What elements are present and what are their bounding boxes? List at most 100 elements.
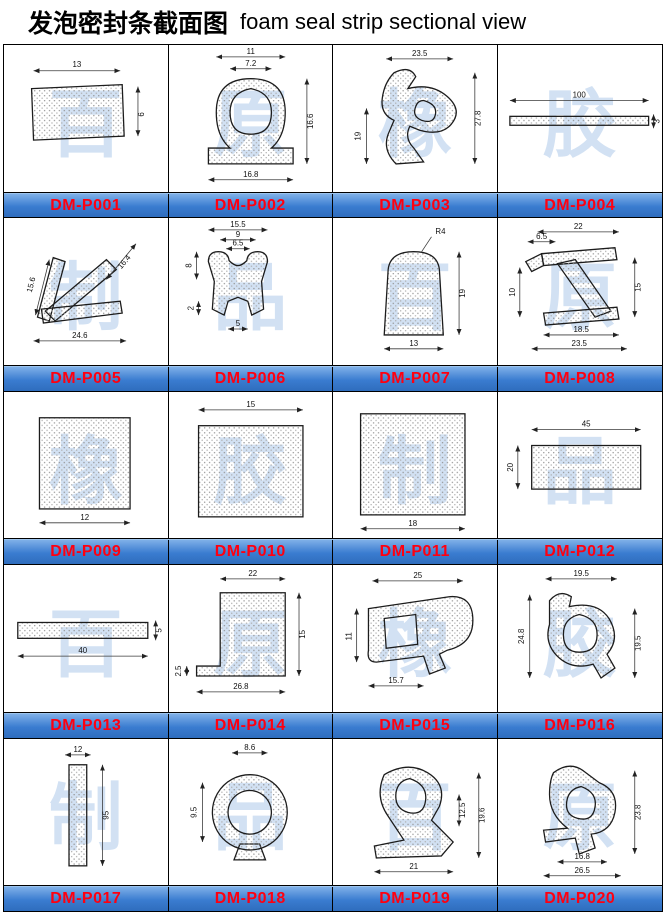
profile-shape <box>540 247 618 267</box>
product-code: DM-P013 <box>50 716 122 734</box>
product-code: DM-P001 <box>50 196 122 214</box>
page-title-en: foam seal strip sectional view <box>240 9 527 34</box>
dimension-label: 15.6 <box>25 276 38 294</box>
dimension-label: 22 <box>248 569 257 578</box>
drawing-row-3: 橡 12 胶 15 制 18 <box>4 391 662 540</box>
product-code: DM-P017 <box>50 890 122 908</box>
profile-shape <box>207 251 268 317</box>
dimension-label: 45 <box>581 419 590 428</box>
dimension-label: 5 <box>235 319 240 328</box>
dimension-label: 19.5 <box>573 569 589 578</box>
profile-shape <box>381 68 457 165</box>
drawing-row-2: 制 15.6 16.4 24.6 品 15.5 <box>4 218 662 367</box>
dimension-label: 6.5 <box>536 232 548 241</box>
drawing-dm-p010: 15 <box>197 400 304 518</box>
dimension-label: 15 <box>633 283 642 292</box>
dimension-label: 95 <box>101 810 110 819</box>
product-code-cell: DM-P012 <box>498 540 663 564</box>
drawing-dm-p013: 5 40 <box>17 620 164 659</box>
product-code-cell: DM-P011 <box>333 540 498 565</box>
profile-shape <box>38 416 131 510</box>
product-cell-dm-p001: 百 13 6 <box>4 45 169 193</box>
product-cell-dm-p015: 橡 25 11 15.7 <box>333 565 498 713</box>
label-row-3: DM-P009 DM-P010 DM-P011 DM-P012 <box>4 539 663 566</box>
dimension-label: 8 <box>184 263 193 268</box>
dimension-label: 15 <box>297 630 306 639</box>
dimension-label: 10 <box>507 288 516 297</box>
product-code-cell: DM-P019 <box>333 887 498 912</box>
drawing-dm-p015: 25 11 15.7 <box>345 571 474 689</box>
product-code: DM-P003 <box>379 196 451 214</box>
dimension-label: 5 <box>155 628 164 633</box>
dimension-label: 19 <box>458 289 467 298</box>
profile-shape <box>359 412 466 516</box>
product-cell-dm-p014: 原 22 15 2.5 26.8 <box>168 565 333 713</box>
product-cell-dm-p005: 制 15.6 16.4 24.6 <box>4 218 169 367</box>
dimension-label: 24.6 <box>72 331 88 340</box>
dimension-label: 16.6 <box>305 113 314 129</box>
drawing-dm-p001: 13 6 <box>30 60 146 141</box>
profile-shape <box>373 766 455 859</box>
product-code: DM-P012 <box>544 543 616 561</box>
product-code-cell: DM-P006 <box>169 367 333 391</box>
dimension-label: 16.8 <box>574 852 590 861</box>
product-code: DM-P007 <box>379 369 451 387</box>
profile-shape <box>542 765 616 855</box>
profile-shape <box>508 115 649 126</box>
dimension-label: 23.5 <box>412 49 428 58</box>
product-cell-dm-p008: 原 22 6.5 15 10 18.5 2 <box>497 218 662 367</box>
product-code-cell: DM-P009 <box>4 540 169 565</box>
drawing-dm-p020: 23.8 16.8 26.5 <box>542 765 642 878</box>
dimension-label: 19.5 <box>633 635 642 651</box>
product-cell-dm-p012: 品 45 20 <box>497 391 662 540</box>
dimension-label: 18 <box>408 519 417 528</box>
dimension-label: 40 <box>78 646 87 655</box>
drawing-dm-p004: 100 3 <box>508 91 661 129</box>
drawing-dm-p009: 12 <box>38 416 131 526</box>
drawing-dm-p012: 45 20 <box>505 419 641 490</box>
product-cell-dm-p016: 胶 19.5 24.8 19.5 <box>497 565 662 713</box>
dimension-label: 15.5 <box>230 220 246 229</box>
product-code-cell: DM-P007 <box>333 367 498 391</box>
label-row-2: DM-P005 DM-P006 DM-P007 DM-P008 <box>4 366 662 392</box>
product-cell-dm-p020: 原 23.8 16.8 26.5 <box>497 738 662 887</box>
dimension-label: 16.4 <box>116 253 133 271</box>
profile-shape <box>68 763 88 867</box>
page-title-zh: 发泡密封条截面图 <box>28 9 229 38</box>
profile-shape <box>211 773 288 851</box>
dimension-label: 15.7 <box>388 676 403 685</box>
profile-shape <box>383 251 444 336</box>
product-code-cell: DM-P016 <box>498 714 663 738</box>
profile-shape <box>207 78 294 165</box>
profile-shape <box>40 300 123 325</box>
product-code: DM-P005 <box>50 369 122 387</box>
dimension-label: 12.5 <box>458 802 467 818</box>
dimension-label: 15 <box>246 400 255 409</box>
dimension-label: 19 <box>354 131 363 140</box>
dimension-label: 8.6 <box>244 743 256 752</box>
product-cell-dm-p017: 制 12 95 <box>4 738 169 887</box>
leader-line <box>421 237 432 253</box>
label-row-1: DM-P001 DM-P002 DM-P003 DM-P004 <box>4 192 662 219</box>
dimension-label: 26.8 <box>233 682 249 691</box>
profile-shape <box>542 306 620 327</box>
drawing-dm-p019: 12.5 19.6 21 <box>373 766 487 874</box>
drawing-dm-p011: 18 <box>359 412 466 532</box>
product-cell-dm-p013: 百 5 40 <box>4 565 169 713</box>
dimension-label: 26.5 <box>574 865 590 874</box>
product-cell-dm-p007: 百 R4 19 13 <box>333 218 498 367</box>
product-code: DM-P015 <box>379 716 451 734</box>
drawing-row-4: 百 5 40 原 22 15 2.5 <box>4 565 662 713</box>
dimension-label: 22 <box>573 222 582 231</box>
product-cell-dm-p006: 品 15.5 9 6.5 8 2 5 <box>168 218 333 367</box>
product-code: DM-P008 <box>544 369 616 387</box>
profile-shape <box>367 596 474 676</box>
profile-shape <box>195 592 286 677</box>
product-code: DM-P006 <box>214 369 286 387</box>
product-code: DM-P009 <box>50 543 122 561</box>
product-code-cell: DM-P015 <box>333 713 498 738</box>
dimension-label: 7.2 <box>245 59 256 68</box>
profile-shape <box>197 424 304 518</box>
drawing-dm-p016: 19.5 24.8 19.5 <box>516 569 642 680</box>
